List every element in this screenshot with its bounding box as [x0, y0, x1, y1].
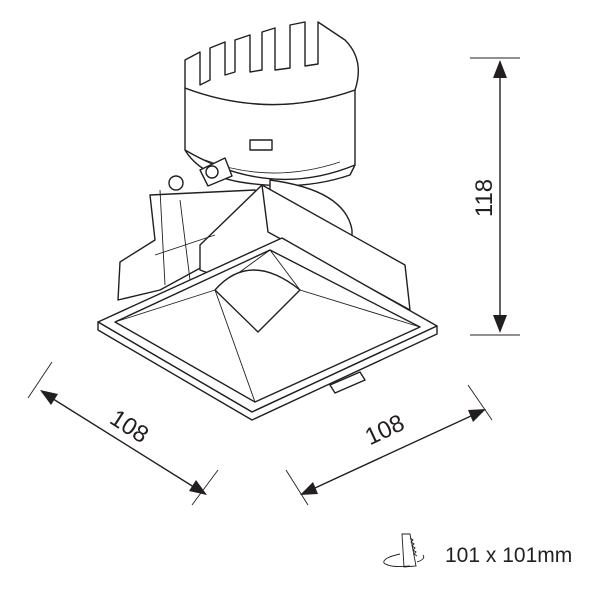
right-width-dimension: 108 [285, 384, 493, 506]
height-dimension: 118 [470, 57, 520, 336]
cutout-saw-icon [383, 533, 425, 568]
left-width-label: 108 [105, 404, 153, 448]
right-width-label: 108 [361, 410, 409, 451]
square-trim [97, 237, 438, 421]
heat-sink [168, 21, 359, 191]
height-label: 118 [471, 179, 498, 217]
cutout-label: 101 x 101mm [445, 544, 573, 567]
